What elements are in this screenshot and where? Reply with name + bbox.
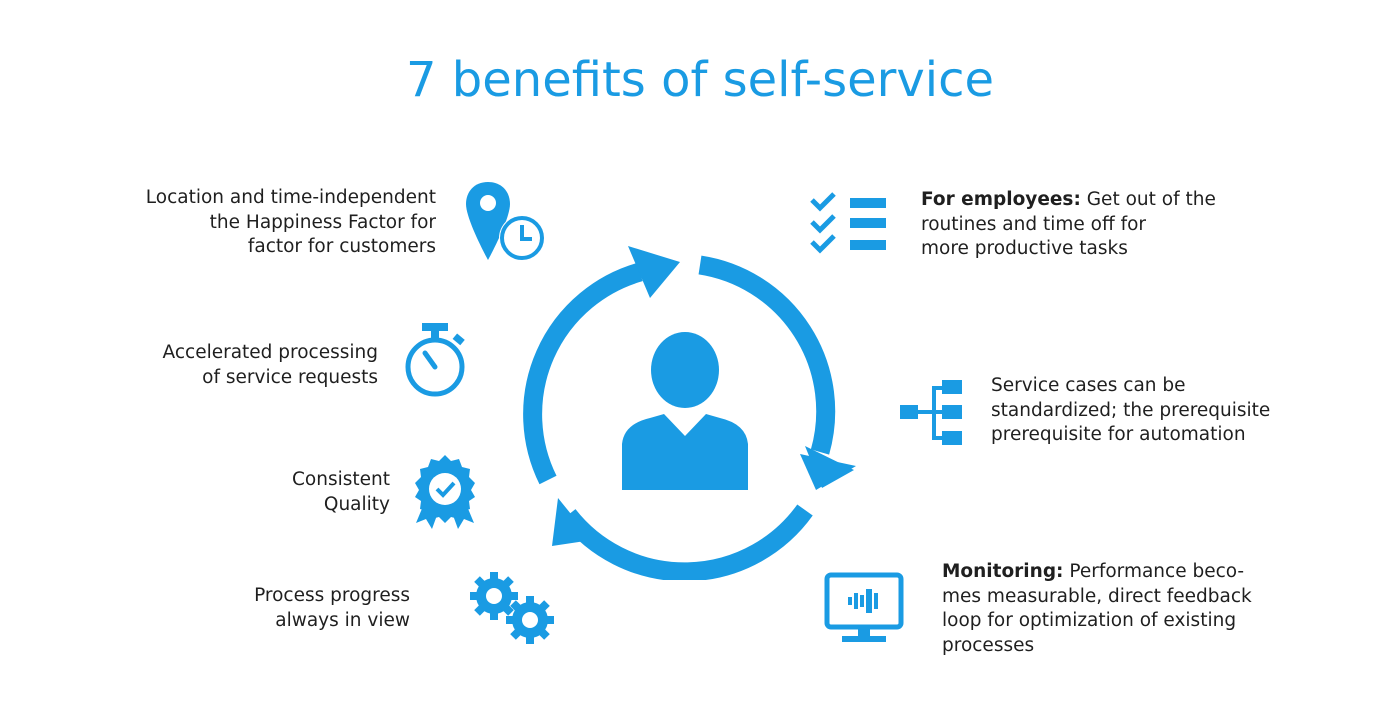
benefit-standardized-line-2: standardized; the prerequisite	[991, 399, 1271, 421]
benefit-monitoring-bold: Monitoring:	[942, 561, 1064, 582]
benefit-monitoring-line-2: mes measurable, direct feedback	[942, 585, 1252, 607]
hierarchy-icon	[898, 378, 964, 448]
benefit-location-line-2: the Happiness Factor for	[209, 211, 436, 233]
benefit-progress-line-1: Process progress	[254, 585, 410, 606]
monitor-chart-icon	[824, 572, 904, 646]
benefit-standardized-line-1: Service cases can be	[991, 375, 1186, 396]
quality-badge-icon	[414, 455, 476, 531]
benefit-location-text: Location and time-independent the Happin…	[100, 186, 436, 260]
benefit-progress-line-2: always in view	[275, 609, 410, 631]
user-icon	[620, 332, 750, 492]
benefit-quality-line-2: Quality	[323, 493, 390, 515]
benefit-standardized-line-3: prerequisite for automation	[991, 424, 1246, 445]
benefit-accelerated-text: Accelerated processing of service reques…	[100, 341, 378, 390]
checklist-icon	[810, 192, 890, 254]
benefit-accelerated-line-1: Accelerated processing	[162, 342, 378, 363]
cycle-arrows-icon	[520, 240, 860, 580]
benefit-monitoring-line-1: Monitoring: Performance beco-	[942, 560, 1282, 585]
stopwatch-icon	[402, 323, 468, 399]
benefit-accelerated-line-2: of service requests	[202, 366, 378, 388]
benefit-employees-line-1-rest: Get out of the	[1080, 189, 1216, 210]
benefit-progress-text: Process progress always in view	[150, 584, 410, 633]
benefit-employees-line-1: For employees: Get out of the	[921, 188, 1261, 213]
benefit-monitoring-line-1-rest: Performance beco-	[1063, 561, 1245, 582]
benefit-employees-bold: For employees:	[921, 189, 1081, 210]
benefit-standardized-text: Service cases can be standardized; the p…	[991, 374, 1311, 448]
benefit-location-line-1: Location and time-independent	[145, 187, 436, 208]
benefit-employees-line-3: more productive tasks	[921, 238, 1128, 259]
benefit-monitoring-text: Monitoring: Performance beco- mes measur…	[942, 560, 1282, 658]
benefit-employees-line-2: routines and time off for	[921, 213, 1147, 235]
page-title: 7 benefits of self-service	[406, 52, 994, 108]
benefit-monitoring-line-3: loop for optimization of existing	[942, 610, 1237, 631]
benefit-employees-text: For employees: Get out of the routines a…	[921, 188, 1261, 262]
benefit-monitoring-line-4: processes	[942, 634, 1035, 656]
benefit-quality-text: Consistent Quality	[200, 468, 390, 517]
location-clock-icon	[466, 182, 548, 264]
gears-icon	[468, 570, 558, 646]
benefit-location-line-3: factor for customers	[247, 236, 436, 257]
benefit-quality-line-1: Consistent	[292, 469, 390, 490]
